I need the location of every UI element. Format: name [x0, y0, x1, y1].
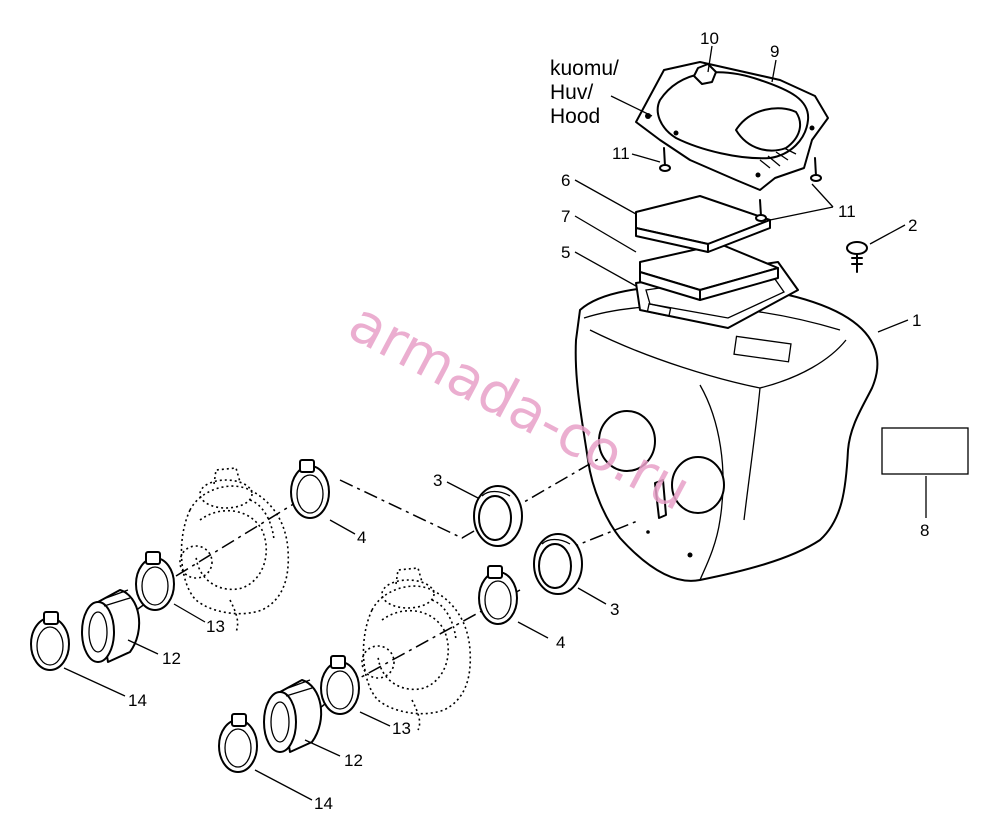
- hood-label: kuomu/ Huv/ Hood: [550, 57, 619, 128]
- intake-hole-lower: [671, 456, 725, 514]
- label-14-upper: 14: [128, 691, 147, 710]
- label-4-lower: 4: [556, 633, 565, 652]
- label-2: 2: [908, 216, 917, 235]
- label-12-lower: 12: [344, 751, 363, 770]
- label-11-right: 11: [838, 202, 856, 221]
- label-10: 10: [700, 29, 719, 48]
- screw-c: [755, 199, 767, 222]
- label-9: 9: [770, 42, 779, 61]
- label-14-lower: 14: [314, 794, 333, 813]
- label-1: 1: [912, 311, 921, 330]
- label-6: 6: [561, 171, 570, 190]
- push-clip: [846, 241, 868, 273]
- carburetor-2: [361, 567, 472, 731]
- screw-a: [659, 147, 671, 172]
- label-7: 7: [561, 207, 570, 226]
- label-13-lower: 13: [392, 719, 411, 738]
- leader-lines: [63, 45, 927, 801]
- air-box: [574, 283, 879, 582]
- drain-spout: [654, 479, 667, 519]
- hood-latch: [693, 63, 717, 85]
- filter-stack: [635, 195, 799, 329]
- hood-label-sv: Huv/: [550, 81, 593, 104]
- intake-hole-upper: [598, 410, 656, 472]
- clamp-14-lower: [218, 713, 258, 773]
- clamp-4-upper: [290, 459, 330, 519]
- hood: [635, 61, 829, 191]
- screws: [659, 147, 868, 273]
- grommet-lower: [533, 533, 583, 595]
- clamp-13-upper: [135, 551, 175, 611]
- label-5: 5: [561, 243, 570, 262]
- label-3-lower: 3: [610, 600, 619, 619]
- label-12-upper: 12: [162, 649, 181, 668]
- part-8-box: [881, 427, 969, 475]
- hood-label-fi: kuomu/: [550, 57, 619, 80]
- sleeve-12-lower: [263, 679, 323, 753]
- grommet-upper: [473, 485, 523, 547]
- hood-label-en: Hood: [550, 105, 600, 128]
- carburetor-1: [179, 467, 290, 633]
- label-3-upper: 3: [433, 471, 442, 490]
- clamp-14-upper: [30, 611, 70, 671]
- clamp-13-lower: [320, 655, 360, 715]
- label-8: 8: [920, 521, 929, 540]
- clamp-4-lower: [478, 565, 518, 625]
- label-4-upper: 4: [357, 528, 366, 547]
- part-numbers: 10 9 11 11 2 6 7 5 1 8 3 3 4 4 13 13 12 …: [128, 29, 929, 813]
- label-11-left: 11: [612, 144, 630, 163]
- screw-b: [810, 157, 822, 182]
- sleeve-12-upper: [81, 589, 141, 663]
- label-13-upper: 13: [206, 617, 225, 636]
